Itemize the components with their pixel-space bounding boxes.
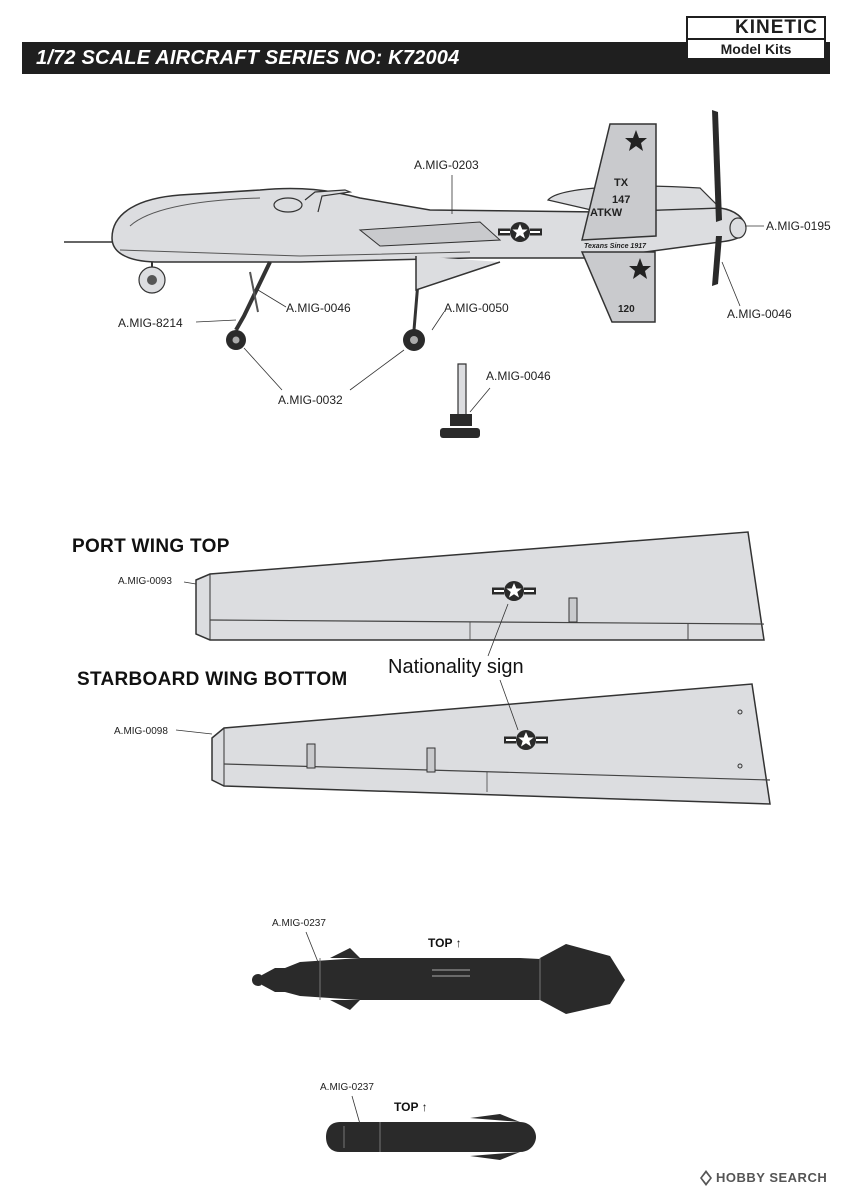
tail-motto: Texans Since 1917 <box>584 243 647 250</box>
callout-a-mig-0032: A.MIG-0032 <box>278 393 343 407</box>
munition-small-drawing <box>326 1095 536 1160</box>
callout-a-mig-8214: A.MIG-8214 <box>118 316 183 330</box>
tail-unit-number: 147 <box>612 194 630 206</box>
port-wing-title: PORT WING TOP <box>72 536 230 557</box>
callout-a-mig-0237-small: A.MIG-0237 <box>320 1082 374 1093</box>
callout-a-mig-0093: A.MIG-0093 <box>118 576 172 587</box>
top-orientation-small: TOP ↑ <box>394 1100 428 1114</box>
callout-a-mig-0098: A.MIG-0098 <box>114 726 168 737</box>
nationality-sign-label: Nationality sign <box>388 656 524 678</box>
port-wing-top-drawing <box>183 531 765 657</box>
kinetic-logo: KINETIC Model Kits <box>686 16 826 60</box>
page-title: 1/72 SCALE AIRCRAFT SERIES NO: K72004 <box>36 47 460 69</box>
logo-subtitle: Model Kits <box>720 41 792 57</box>
watermark-text: HOBBY SEARCH <box>716 1170 828 1185</box>
callout-a-mig-0046-detail: A.MIG-0046 <box>486 369 551 383</box>
callout-a-mig-0203: A.MIG-0203 <box>414 158 479 172</box>
hobby-search-mark <box>700 1170 712 1186</box>
top-orientation-large: TOP ↑ <box>428 936 462 950</box>
logo-wordmark: KINETIC <box>688 18 824 40</box>
munition-large-drawing <box>252 931 625 1014</box>
callout-a-mig-0050: A.MIG-0050 <box>444 301 509 315</box>
tail-unit-code: ATKW <box>590 207 623 219</box>
callout-a-mig-0046-prop: A.MIG-0046 <box>727 307 792 321</box>
starboard-wing-bottom-drawing <box>175 679 771 805</box>
tail-state: TX <box>614 177 629 189</box>
aircraft-side-view <box>64 110 764 438</box>
tail-serial: 120 <box>618 304 635 315</box>
callout-a-mig-0237-large: A.MIG-0237 <box>272 918 326 929</box>
starboard-wing-title: STARBOARD WING BOTTOM <box>77 669 348 690</box>
callout-a-mig-0046-gear: A.MIG-0046 <box>286 301 351 315</box>
callout-a-mig-0195: A.MIG-0195 <box>766 219 831 233</box>
